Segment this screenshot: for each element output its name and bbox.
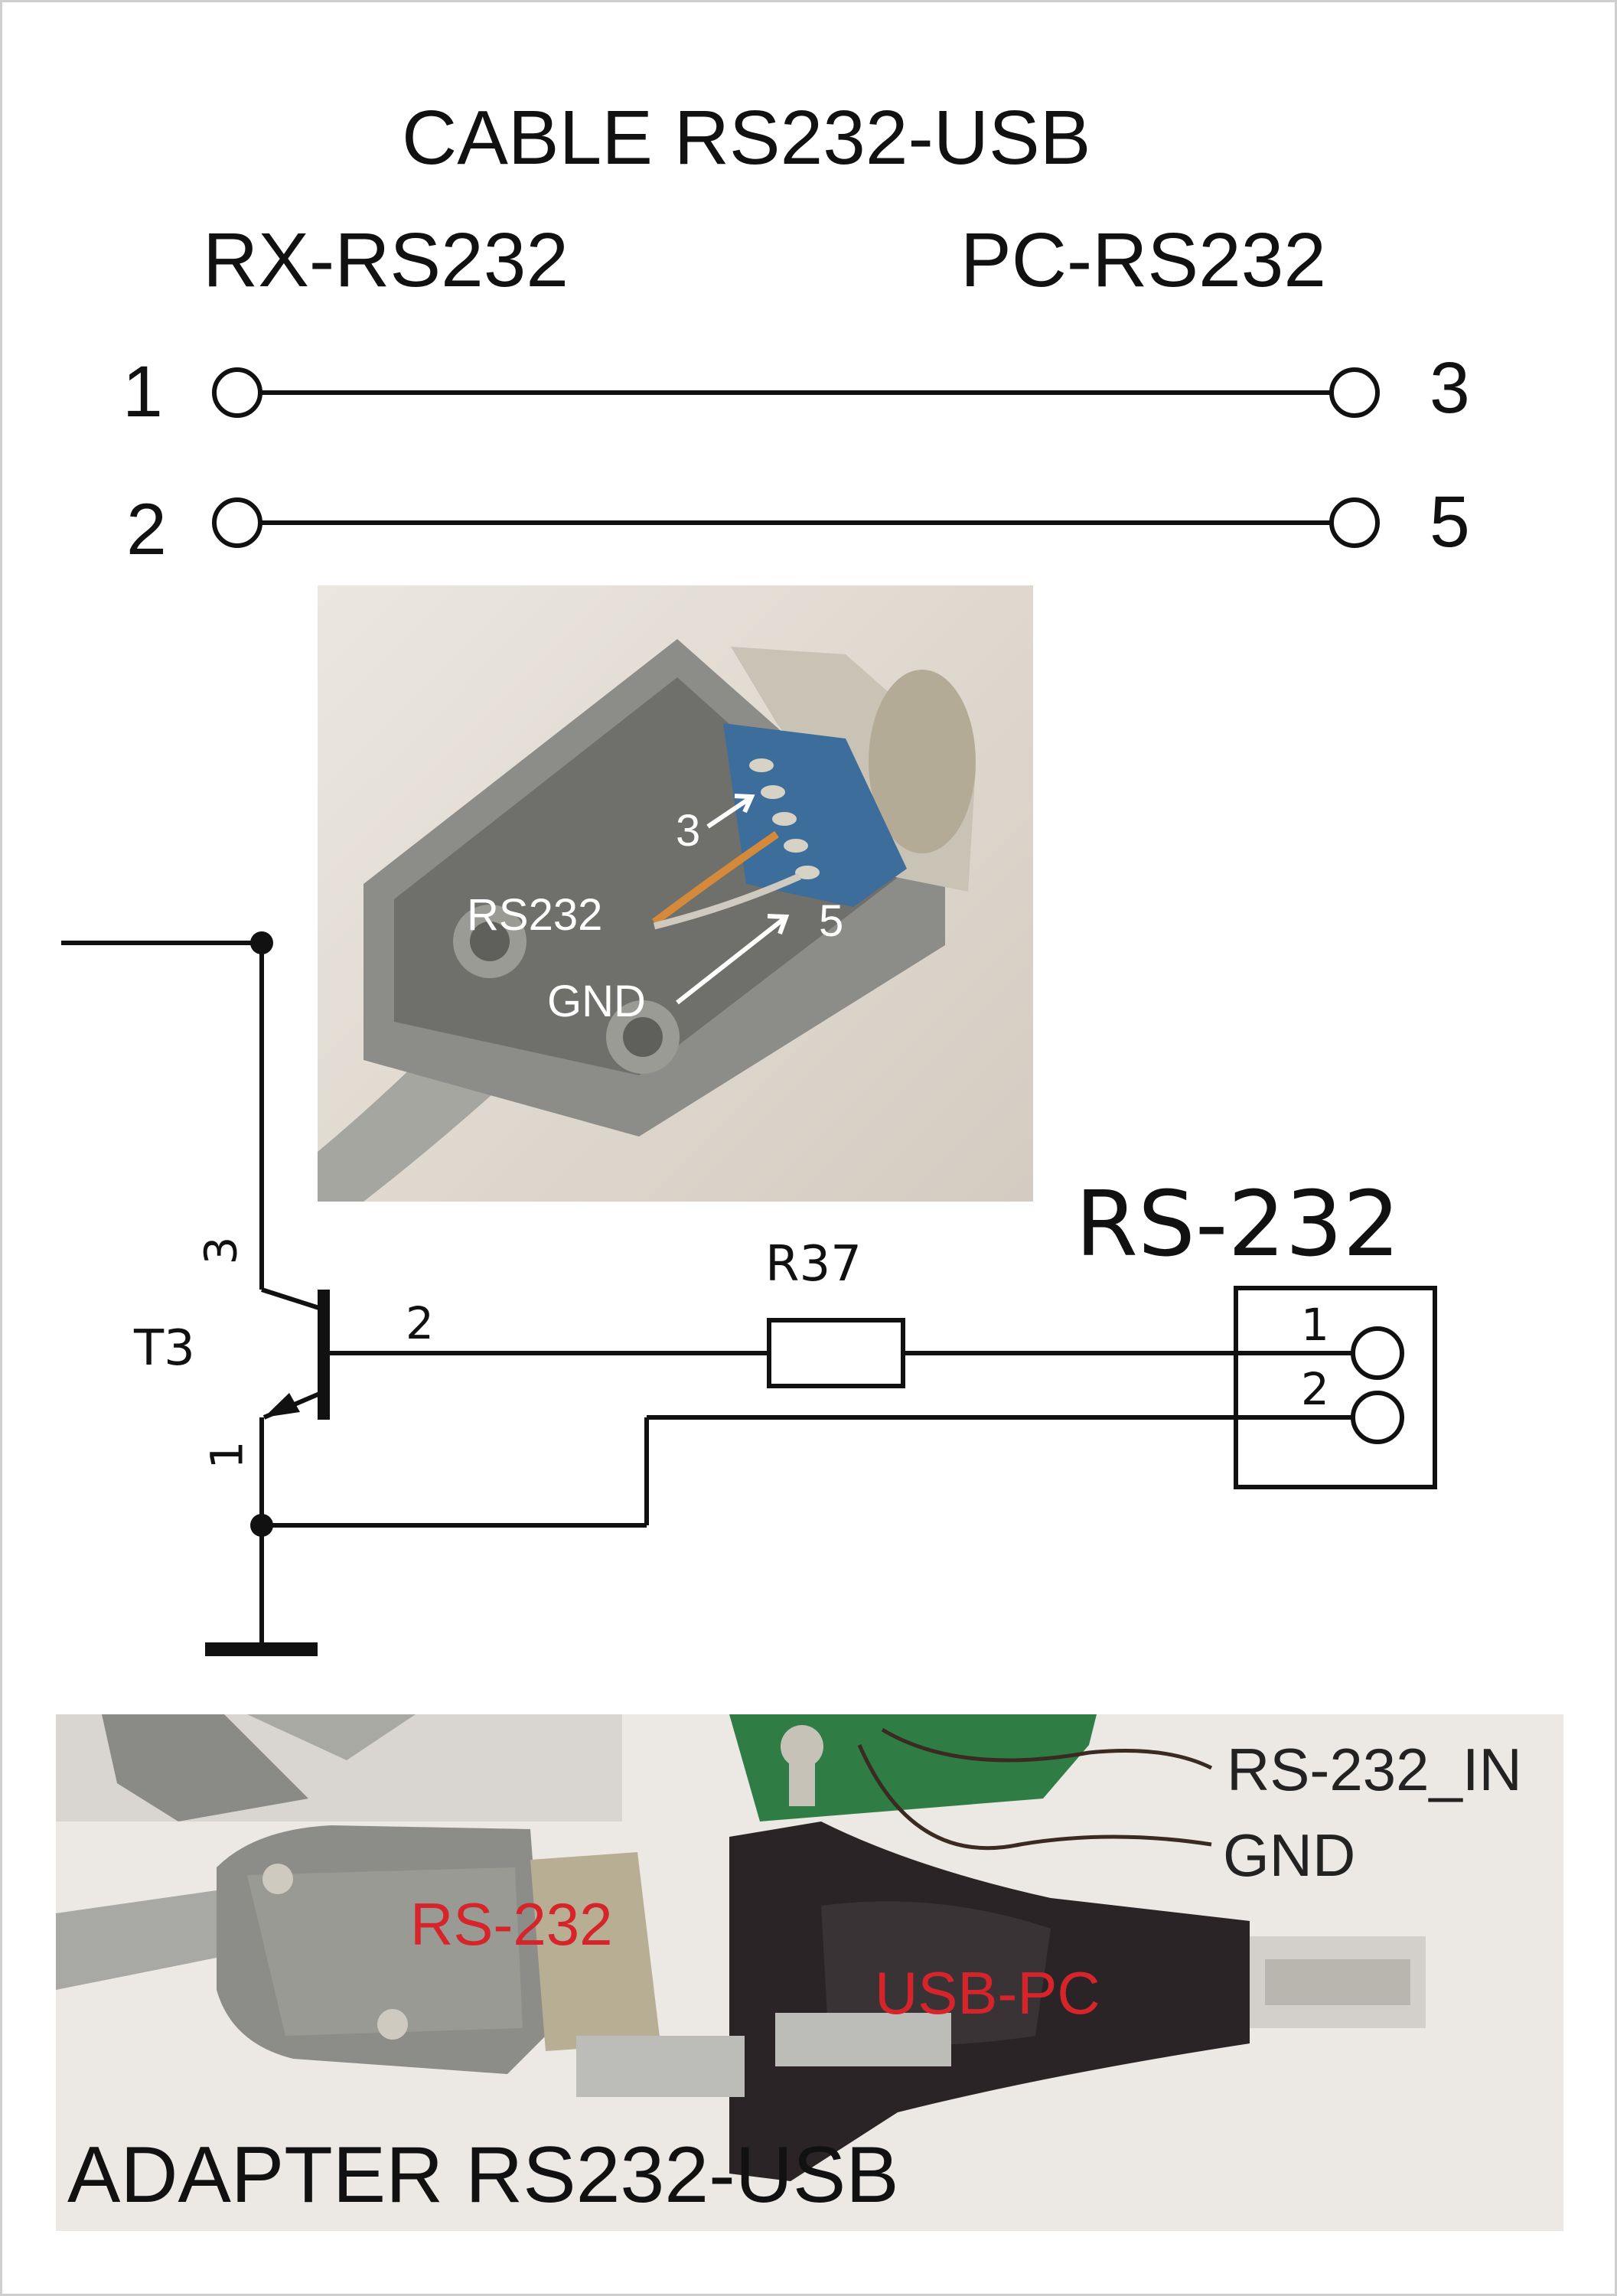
emitter-pin-label: 1 xyxy=(200,1440,253,1469)
frame-right xyxy=(1615,0,1617,2296)
left-pin-1: 1 xyxy=(122,351,163,432)
emitter-arrow xyxy=(264,1393,300,1417)
terminal-right-3 xyxy=(1329,367,1380,418)
left-side-label: RX-RS232 xyxy=(203,217,569,303)
resistor-label: R37 xyxy=(765,1236,862,1293)
right-pin-3: 3 xyxy=(1430,347,1470,429)
rs232-connector-title: RS-232 xyxy=(1075,1171,1400,1277)
connector-illustration xyxy=(318,639,976,1202)
base-pin-label: 2 xyxy=(406,1297,434,1349)
resistor-r37 xyxy=(767,1318,905,1388)
transistor-label: T3 xyxy=(134,1320,195,1377)
left-pin-2: 2 xyxy=(126,489,167,570)
connector-pin-2-label: 2 xyxy=(1301,1363,1329,1415)
right-pin-5: 5 xyxy=(1430,481,1470,563)
adapter-rs232-in-label: RS-232_IN xyxy=(1227,1736,1522,1803)
collector-pin-label: 3 xyxy=(194,1236,247,1265)
adapter-caption: ADAPTER RS232-USB xyxy=(67,2131,899,2219)
adapter-rs232-plug-label: RS-232 xyxy=(410,1890,613,1958)
adapter-usb-pc-label: USB-PC xyxy=(875,1959,1100,2027)
schematic-lines xyxy=(61,941,1437,1656)
connector-terminal-2 xyxy=(1351,1391,1404,1444)
connector-gnd-label: GND xyxy=(547,977,646,1026)
adapter-photo: RS-232_IN GND RS-232 USB-PC ADAPTER RS23… xyxy=(56,1714,1563,2231)
rs232-connector-box xyxy=(1234,1286,1437,1489)
junction-bottom xyxy=(250,1514,273,1537)
terminal-left-2 xyxy=(212,497,262,548)
connector-rs232-label: RS232 xyxy=(467,890,603,940)
frame-bottom xyxy=(0,2294,1617,2296)
connector-terminal-1 xyxy=(1351,1326,1404,1380)
schematic-nodes xyxy=(250,931,300,1537)
connector-pin-3-label: 3 xyxy=(676,806,701,856)
adapter-illustration xyxy=(56,1714,1426,2181)
frame-left xyxy=(0,0,2,2296)
right-side-label: PC-RS232 xyxy=(960,217,1326,303)
frame-top xyxy=(0,0,1617,2)
terminal-right-5 xyxy=(1329,497,1380,548)
terminal-left-1 xyxy=(212,367,262,418)
connector-photo: 3 5 RS232 GND xyxy=(318,585,1033,1202)
junction-top xyxy=(250,931,273,954)
connector-pin-1-label: 1 xyxy=(1301,1299,1329,1351)
adapter-gnd-label: GND xyxy=(1223,1821,1356,1889)
connector-pin-5-label: 5 xyxy=(819,896,844,946)
page-title: CABLE RS232-USB xyxy=(402,95,1091,181)
